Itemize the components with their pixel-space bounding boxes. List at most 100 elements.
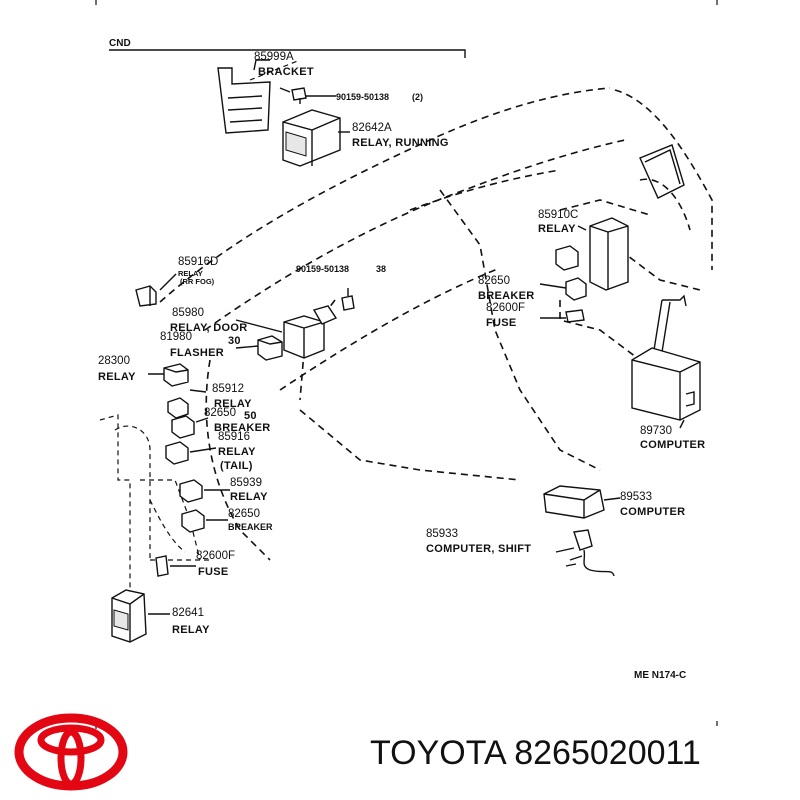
callout-breaker-50: 82650 50 BREAKER (204, 407, 271, 434)
part-number-85980: 85980 (172, 307, 204, 319)
computer-shift-part (565, 529, 615, 577)
callout-bolt-b: 90159-50138 38 (296, 264, 386, 274)
part-name-computer-89533: COMPUTER (620, 506, 685, 518)
breaker-right-part (565, 277, 587, 301)
callout-fuse-left: 82600F FUSE (196, 550, 235, 578)
part-number-82650-a: 82650 (204, 407, 236, 419)
part-number-82650-c: 82650 (478, 275, 510, 287)
part-name-computer-shift: COMPUTER, SHIFT (426, 543, 531, 555)
callout-breaker-small: 82650 BREAKER (228, 508, 273, 532)
leader-lower-relays (148, 447, 230, 615)
callout-bracket: 85999A BRACKET (254, 51, 314, 78)
relay-28300-part (163, 363, 189, 387)
part-number-82642a: 82642A (352, 122, 392, 134)
part-number-bolt-b: 90159-50138 (296, 264, 349, 274)
part-name-relay-tail: RELAY (218, 446, 256, 458)
part-number-85916d: 85916D (178, 256, 218, 268)
leader-rr-fog (159, 273, 177, 291)
section-header: CND (109, 38, 466, 58)
callout-computer-89730: 89730 COMPUTER (640, 425, 705, 451)
flasher-part (257, 335, 283, 361)
part-name-computer-89730: COMPUTER (640, 439, 705, 451)
callout-breaker-right: 82650 BREAKER (478, 275, 534, 302)
leader-computers (555, 419, 685, 553)
part-number-85933: 85933 (426, 528, 458, 540)
part-number-81980: 81980 (160, 331, 192, 343)
callout-fuse-right: 82600F FUSE (486, 302, 525, 329)
callout-relay-85912: 85912 RELAY (212, 383, 252, 410)
computer-89730-part (631, 294, 701, 421)
part-number-85999a: 85999A (254, 51, 294, 63)
callout-bolt: 90159-50138 (2) (336, 92, 423, 102)
callout-flasher: 81980 FLASHER (160, 331, 224, 359)
leader-door-flasher (235, 319, 283, 349)
part-qty-bolt: (2) (412, 92, 423, 102)
callout-computer-89533: 89533 COMPUTER (620, 491, 685, 518)
callout-computer-shift: 85933 COMPUTER, SHIFT (426, 528, 531, 555)
part-name-breaker-small: BREAKER (228, 522, 273, 532)
part-sub-rr-fog: (RR FOG) (180, 277, 215, 286)
part-name-rr-fog: RELAY (178, 269, 203, 278)
part-name-relay-82641: RELAY (172, 624, 210, 636)
part-number-85939: 85939 (230, 477, 262, 489)
part-number-82600f-a: 82600F (196, 550, 235, 562)
callout-relay-28300: 28300 RELAY (98, 355, 136, 383)
relay-running-part (282, 109, 341, 167)
part-name-relay-28300: RELAY (98, 371, 136, 383)
callout-relay-door: 85980 RELAY, DOOR 30 (170, 307, 247, 347)
relay-85939-part (179, 479, 203, 503)
part-name-relay-running: RELAY, RUNNING (352, 137, 449, 149)
crop-marks (95, 0, 718, 729)
part-name-fuse-left: FUSE (198, 566, 229, 578)
breaker-50-part (171, 415, 195, 439)
part-sub-relay-tail: (TAIL) (220, 460, 253, 472)
part-number-85910c: 85910C (538, 209, 578, 221)
relay-door-part (283, 305, 338, 359)
dashboard-outline (99, 87, 713, 590)
part-number-89730: 89730 (640, 425, 672, 437)
relay-85912-part (167, 397, 189, 419)
part-number-82641: 82641 (172, 607, 204, 619)
drawing-code: ME N174-C (634, 670, 686, 681)
bracket-part (217, 59, 301, 134)
computer-89533-part (543, 485, 605, 519)
leader-right-relays (539, 225, 587, 319)
part-name-breaker-50: BREAKER (214, 422, 271, 434)
callout-relay-85939: 85939 RELAY (230, 477, 268, 503)
bolt-b-part (341, 288, 355, 311)
part-extra-relay-door: 30 (228, 335, 241, 347)
bolt-part (279, 87, 307, 104)
breaker-small-part (181, 509, 205, 533)
part-name-relay-door: RELAY, DOOR (170, 322, 247, 334)
part-number-85916: 85916 (218, 431, 250, 443)
part-number: 8265020011 (514, 734, 701, 772)
callout-rr-fog: 85916D RELAY (RR FOG) (178, 256, 218, 286)
callout-relay-running: 82642A RELAY, RUNNING (352, 122, 449, 149)
section-code: CND (109, 38, 131, 49)
part-name-fuse-right: FUSE (486, 317, 517, 329)
part-name-flasher: FLASHER (170, 347, 224, 359)
vent-icon (639, 144, 685, 199)
relay-rr-fog-part (135, 285, 157, 307)
relay-82641-part (111, 589, 147, 643)
part-extra-breaker-50: 50 (244, 410, 257, 422)
callout-relay-85910c: 85910C RELAY (538, 209, 578, 235)
part-name-relay-85912: RELAY (214, 398, 252, 410)
callout-relay-82641: 82641 RELAY (172, 607, 210, 636)
part-number-82650-b: 82650 (228, 508, 260, 520)
part-number-bolt: 90159-50138 (336, 92, 389, 102)
relay-tail-part (165, 441, 189, 465)
fuse-left-part (155, 555, 169, 577)
part-qty-bolt-b: 38 (376, 264, 386, 274)
part-name-bracket: BRACKET (258, 66, 314, 78)
part-number-82600f-b: 82600F (486, 302, 525, 314)
part-number-89533: 89533 (620, 491, 652, 503)
leader-left-relays (148, 373, 209, 423)
part-name-relay-85910c: RELAY (538, 223, 576, 235)
part-name-relay-85939: RELAY (230, 491, 268, 503)
leader-bracket (253, 59, 270, 71)
toyota-logo (14, 713, 128, 791)
callout-relay-tail: 85916 RELAY (TAIL) (218, 431, 256, 472)
brand-name: TOYOTA (370, 734, 505, 772)
